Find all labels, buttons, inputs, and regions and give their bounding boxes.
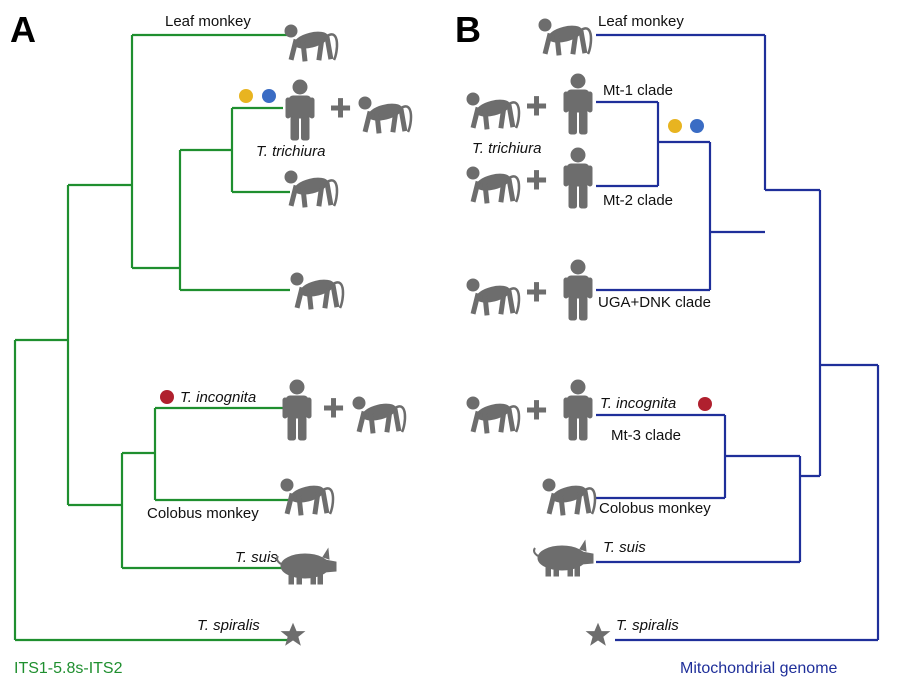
a-colobus-label: Colobus monkey bbox=[147, 505, 259, 522]
blue-dot-icon bbox=[690, 119, 704, 133]
plus-symbol: + bbox=[526, 85, 547, 126]
a-footer-label: ITS1-5.8s-ITS2 bbox=[14, 660, 123, 677]
panel-b-letter: B bbox=[455, 9, 481, 50]
panel-a-letter: A bbox=[10, 9, 36, 50]
b-t-trichiura-label: T. trichiura bbox=[472, 140, 541, 157]
a-t-suis-label: T. suis bbox=[235, 549, 278, 566]
monkey-icon bbox=[283, 169, 339, 209]
plus-symbol: + bbox=[526, 159, 547, 200]
monkey-icon bbox=[465, 165, 521, 205]
human-icon bbox=[285, 79, 315, 141]
star-icon bbox=[586, 623, 610, 646]
human-icon bbox=[282, 379, 312, 441]
monkey-icon bbox=[357, 95, 413, 135]
b-leaf-monkey-label: Leaf monkey bbox=[598, 13, 684, 30]
blue-dot-icon bbox=[262, 89, 276, 103]
monkey-icon bbox=[283, 23, 339, 63]
b-t-incognita-label: T. incognita bbox=[600, 395, 676, 412]
b-mt1-label: Mt-1 clade bbox=[603, 82, 673, 99]
human-icon bbox=[563, 73, 593, 135]
b-uga-label: UGA+DNK clade bbox=[598, 294, 711, 311]
red-dot-icon bbox=[160, 390, 174, 404]
monkey-icon bbox=[537, 17, 593, 57]
a-silhouettes: + + bbox=[276, 23, 413, 646]
plus-symbol: + bbox=[526, 389, 547, 430]
monkey-icon bbox=[541, 477, 597, 517]
a-t-incognita-label: T. incognita bbox=[180, 389, 256, 406]
human-icon bbox=[563, 379, 593, 441]
a-leaf-monkey-label: Leaf monkey bbox=[165, 13, 251, 30]
human-icon bbox=[563, 259, 593, 321]
pig-icon bbox=[533, 540, 594, 577]
monkey-icon bbox=[351, 395, 407, 435]
monkey-icon bbox=[465, 277, 521, 317]
monkey-icon bbox=[279, 477, 335, 517]
b-t-spiralis-label: T. spiralis bbox=[616, 617, 679, 634]
b-silhouettes: + + + + bbox=[465, 17, 610, 646]
pig-icon bbox=[276, 548, 337, 585]
star-icon bbox=[281, 623, 305, 646]
yellow-dot-icon bbox=[668, 119, 682, 133]
red-dot-icon bbox=[698, 397, 712, 411]
b-mt3-label: Mt-3 clade bbox=[611, 427, 681, 444]
monkey-icon bbox=[289, 271, 345, 311]
plus-symbol: + bbox=[323, 387, 344, 428]
monkey-icon bbox=[465, 91, 521, 131]
mito-tree bbox=[596, 33, 880, 642]
its-tree bbox=[13, 33, 290, 642]
b-footer-label: Mitochondrial genome bbox=[680, 660, 838, 677]
b-mt2-label: Mt-2 clade bbox=[603, 192, 673, 209]
plus-symbol: + bbox=[526, 271, 547, 312]
monkey-icon bbox=[465, 395, 521, 435]
a-t-spiralis-label: T. spiralis bbox=[197, 617, 260, 634]
plus-symbol: + bbox=[330, 87, 351, 128]
b-colobus-label: Colobus monkey bbox=[599, 500, 711, 517]
yellow-dot-icon bbox=[239, 89, 253, 103]
a-t-trichiura-label: T. trichiura bbox=[256, 143, 325, 160]
human-icon bbox=[563, 147, 593, 209]
b-t-suis-label: T. suis bbox=[603, 539, 646, 556]
